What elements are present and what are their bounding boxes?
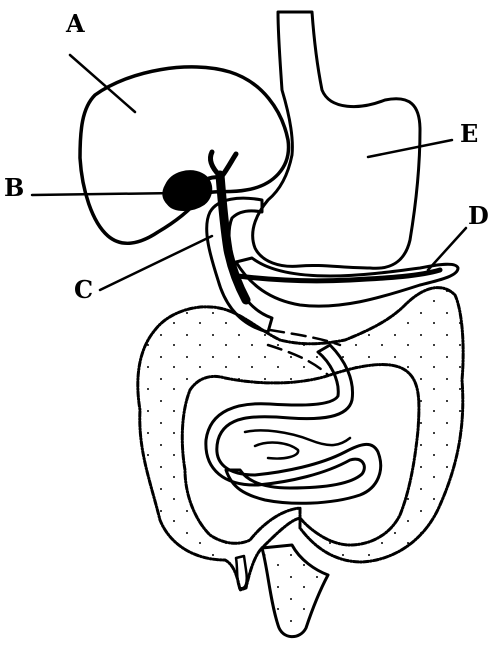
large-intestine: [138, 288, 463, 637]
label-e: E: [460, 119, 478, 148]
label-a: A: [65, 9, 85, 38]
stomach: [253, 12, 420, 268]
label-b: B: [4, 173, 24, 202]
label-c: C: [74, 275, 93, 304]
bile-duct: [210, 152, 440, 300]
gallbladder: [163, 171, 220, 210]
pointer-lines: [32, 55, 466, 290]
label-d: D: [468, 201, 489, 230]
